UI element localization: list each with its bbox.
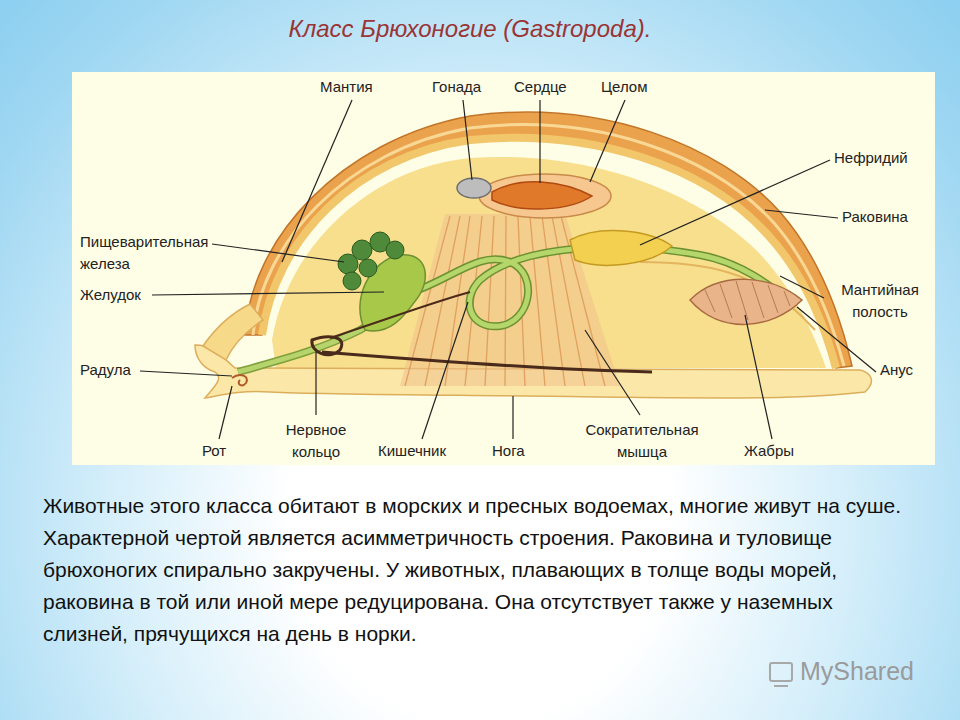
- stomach: [360, 255, 425, 331]
- heart: [492, 182, 592, 209]
- watermark-icon: [770, 663, 792, 686]
- mantle-cavity: [640, 262, 815, 330]
- part-label: Радула: [80, 361, 131, 379]
- panel: [72, 72, 935, 465]
- part-label: Рот: [202, 442, 226, 460]
- title: Класс Брюхоногие (Gastropoda).: [0, 15, 940, 43]
- part-label: Гонада: [432, 78, 481, 96]
- part-label: Мантия: [320, 78, 373, 96]
- nerve-cord: [330, 292, 470, 338]
- leader-lines: [140, 100, 876, 439]
- part-label: Анус: [880, 361, 913, 379]
- part-label: Мантийная полость: [826, 279, 934, 323]
- gill-lamellae: [705, 281, 790, 320]
- part-label: Целом: [601, 78, 648, 96]
- part-label: Нефридий: [834, 149, 908, 167]
- part-label: Пищеварительная железа: [80, 231, 255, 275]
- part-label: Раковина: [842, 208, 908, 226]
- part-label: Сократительная мышца: [562, 419, 722, 463]
- nerve-cord: [322, 352, 652, 372]
- part-label: Кишечник: [378, 442, 446, 460]
- part-label: Жабры: [744, 442, 794, 460]
- nephridium: [570, 231, 672, 266]
- watermark: MyShared: [800, 657, 914, 686]
- part-label: Нога: [492, 442, 525, 460]
- part-label: Сердце: [514, 78, 567, 96]
- digestive-gland: [338, 232, 404, 290]
- tentacle: [203, 304, 263, 360]
- caption-text: Животные этого класса обитают в морских …: [43, 490, 918, 650]
- part-label: Желудок: [80, 286, 141, 304]
- part-label: Нервное кольцо: [270, 419, 362, 463]
- radula: [232, 375, 247, 385]
- gonad: [457, 178, 491, 198]
